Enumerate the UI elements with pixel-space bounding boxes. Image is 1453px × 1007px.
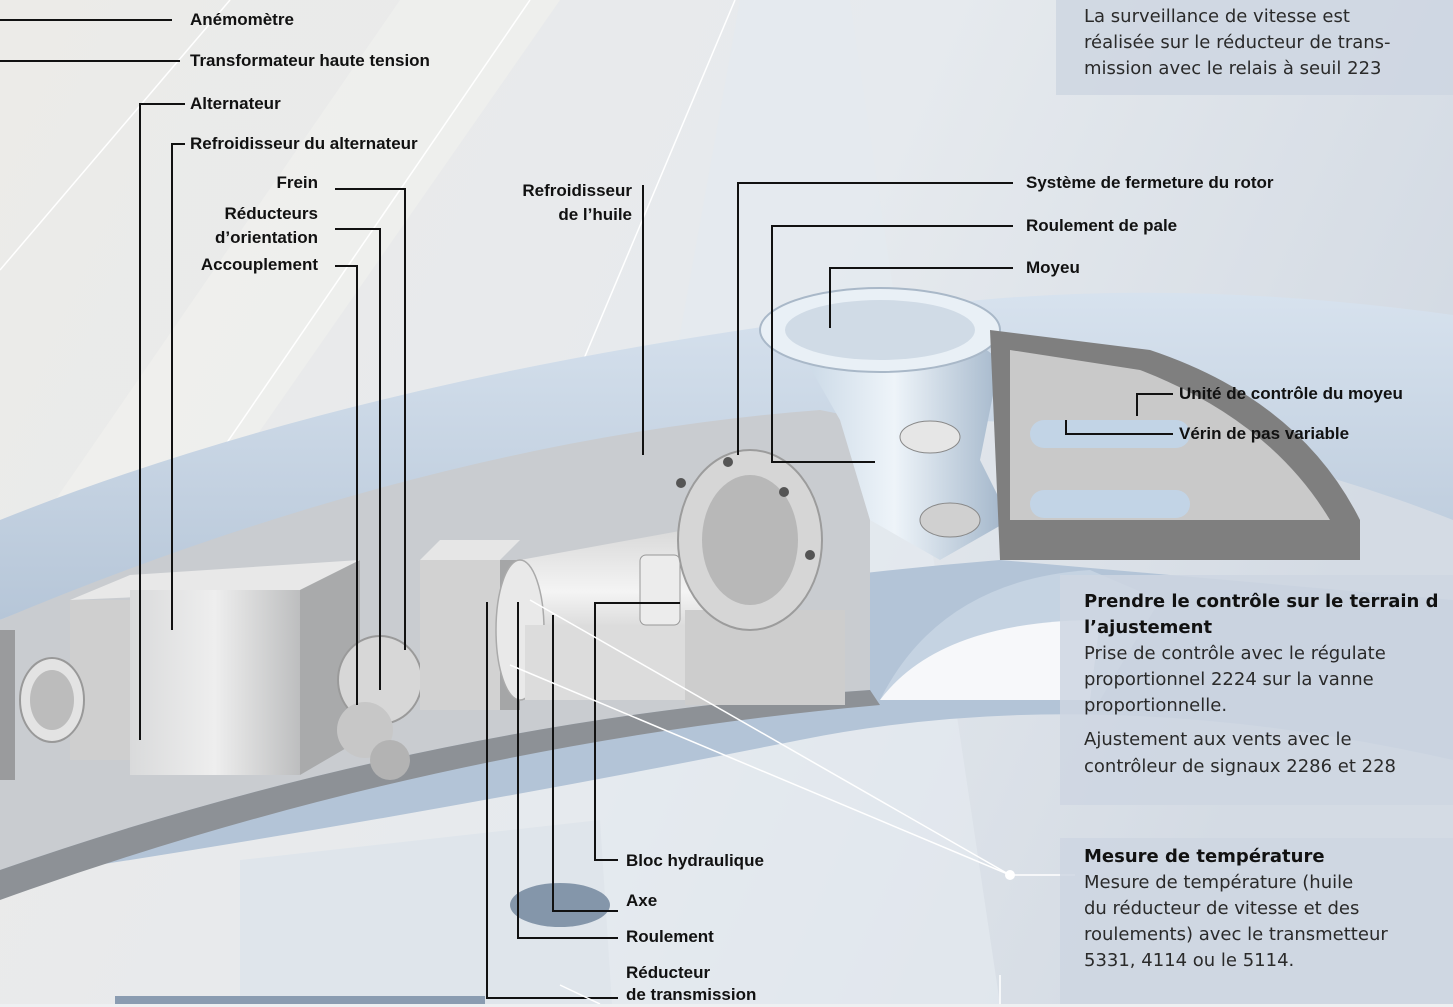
label-reducteur-2: de transmission: [626, 985, 757, 1004]
panel-temperature-title: Mesure de température: [1084, 846, 1325, 867]
label-systeme-fermeture: Système de fermeture du rotor: [1026, 173, 1274, 192]
panel-control-line: contrôleur de signaux 2286 et 228: [1084, 755, 1396, 777]
panel-temperature: Mesure de température Mesure de températ…: [1060, 838, 1453, 1004]
panel-temperature-line: roulements) avec le transmetteur: [1084, 924, 1388, 946]
label-reducteur-1: Réducteur: [626, 963, 711, 982]
label-roulement: Roulement: [626, 927, 714, 946]
label-reducteurs-1: Réducteurs: [224, 204, 318, 223]
label-reducteurs-2: d’orientation: [215, 228, 318, 247]
panel-speed-line: mission avec le relais à seuil 223: [1084, 58, 1382, 80]
panel-temperature-line: Mesure de température (huile: [1084, 872, 1354, 894]
sensor-lines: [509, 599, 1075, 1004]
label-verin: Vérin de pas variable: [1179, 424, 1350, 443]
panel-control-title: Prendre le contrôle sur le terrain d: [1084, 591, 1439, 612]
label-accouplement: Accouplement: [200, 255, 318, 274]
label-frein: Frein: [276, 173, 318, 192]
panel-temperature-line: du réducteur de vitesse et des: [1084, 898, 1360, 920]
panel-control-line: proportionnelle.: [1084, 695, 1228, 717]
label-roulement-pale: Roulement de pale: [1026, 216, 1178, 235]
label-axe: Axe: [626, 891, 658, 910]
panel-control-line: Ajustement aux vents avec le: [1084, 729, 1352, 751]
label-anemometre: Anémomètre: [190, 10, 294, 29]
label-refroidisseur-huile-2: de l’huile: [558, 205, 632, 224]
panel-temperature-line: 5331, 4114 ou le 5114.: [1084, 950, 1295, 972]
label-unite-controle: Unité de contrôle du moyeu: [1179, 384, 1403, 403]
leader-lines: [0, 19, 1173, 999]
label-refroidisseur-huile-1: Refroidisseur: [522, 181, 632, 200]
panel-control-title: l’ajustement: [1084, 617, 1213, 639]
label-alternateur: Alternateur: [190, 94, 281, 113]
label-moyeu: Moyeu: [1026, 258, 1080, 277]
panel-speed-line: réalisée sur le réducteur de trans-: [1084, 32, 1391, 54]
panel-field-control: Prendre le contrôle sur le terrain d l’a…: [1060, 575, 1453, 805]
panel-speed-line: La surveillance de vitesse est: [1084, 6, 1350, 27]
panel-control-line: Prise de contrôle avec le régulate: [1084, 643, 1386, 665]
label-transformateur: Transformateur haute tension: [190, 51, 430, 70]
label-refroidisseur-alternateur: Refroidisseur du alternateur: [190, 134, 418, 153]
panel-speed-monitoring: La surveillance de vitesse est réalisée …: [1056, 0, 1453, 95]
label-bloc-hydraulique: Bloc hydraulique: [626, 851, 764, 870]
panel-control-line: proportionnel 2224 sur la vanne: [1084, 669, 1374, 691]
sensor-dot: [1005, 870, 1015, 880]
